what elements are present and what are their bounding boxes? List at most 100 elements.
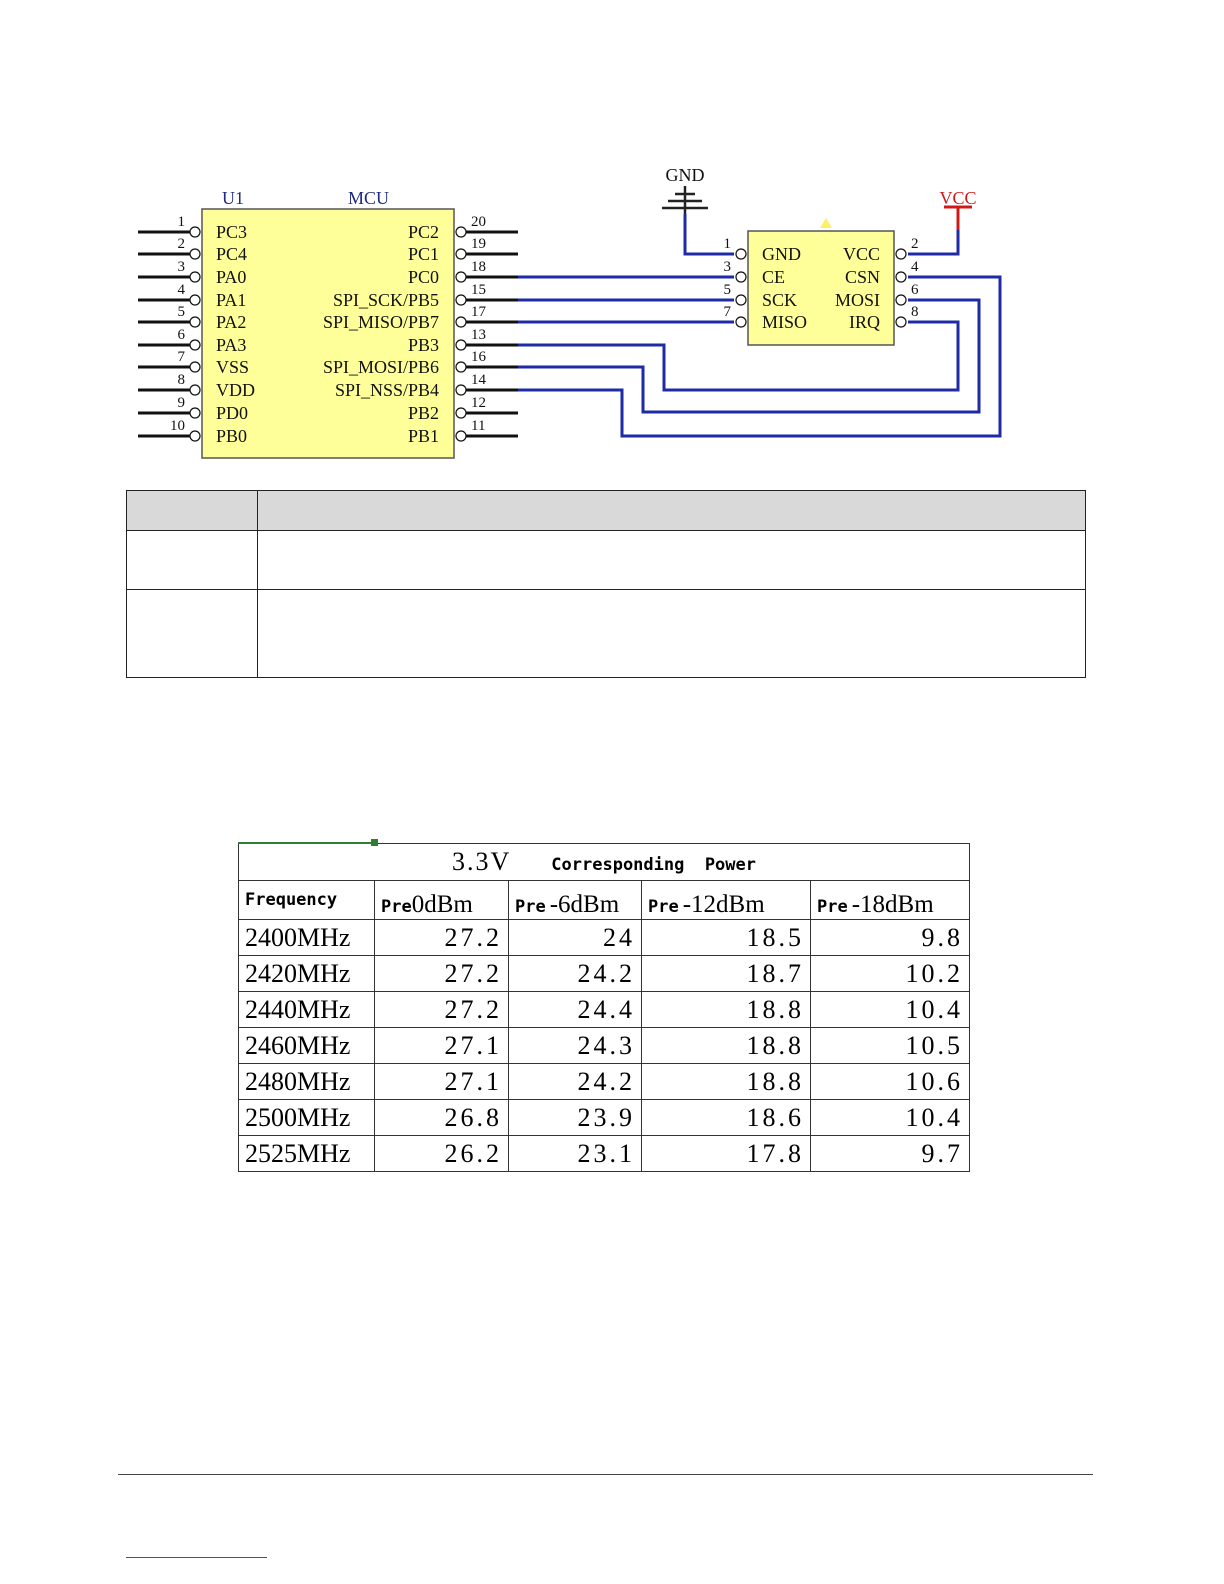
power-value-cell: 24.2 [508, 955, 642, 992]
power-value-cell: 23.1 [508, 1135, 642, 1172]
power-value-cell: 27.2 [374, 991, 509, 1028]
power-value-cell: 18.8 [641, 1027, 811, 1064]
pin-name: PB3 [408, 335, 439, 355]
pin-name: PC0 [408, 267, 439, 287]
power-value-cell: 17.8 [641, 1135, 811, 1172]
pin-number: 8 [911, 304, 919, 320]
pin-name: PB2 [408, 403, 439, 423]
power-table-header-row: Frequency Pre0dBm Pre -6dBm Pre -12dBm P… [238, 880, 971, 920]
frequency-cell: 2420MHz [238, 955, 375, 992]
footer-divider [118, 1474, 1093, 1475]
vcc-symbol [944, 205, 972, 230]
power-value-cell: 24 [508, 919, 642, 956]
title-voltage: 3.3V [452, 847, 512, 876]
col-header-level: Pre -18dBm [809, 880, 971, 920]
pin-name: GND [762, 244, 801, 264]
col-header-level-value: 0dBm [411, 891, 473, 918]
cell-selection-mark [238, 842, 375, 844]
power-value-cell: 9.8 [809, 919, 971, 956]
pin-number: 7 [724, 304, 732, 320]
col-header-level-value: -18dBm [851, 891, 934, 918]
mcu-ref-label: U1 [222, 188, 244, 208]
frequency-cell: 2480MHz [238, 1063, 375, 1100]
pin-name: PA1 [216, 290, 246, 310]
pin-number: 15 [471, 282, 486, 298]
pin-number: 4 [911, 259, 919, 275]
power-value-cell: 18.6 [641, 1099, 811, 1136]
pin-name: IRQ [849, 312, 880, 332]
pin-name: PA3 [216, 335, 246, 355]
col-header-level: Pre -6dBm [508, 880, 642, 920]
pin-name: PC3 [216, 222, 247, 242]
title-text: Corresponding Power [551, 855, 756, 875]
power-value-cell: 27.1 [374, 1027, 509, 1064]
notes-header-cell [257, 489, 1086, 532]
pin-number: 11 [471, 418, 485, 434]
pin-name: SPI_MOSI/PB6 [323, 357, 439, 377]
frequency-cell: 2440MHz [238, 991, 375, 1028]
pin-number: 3 [724, 259, 732, 275]
pin-number: 5 [178, 304, 186, 320]
gnd-label: GND [666, 165, 705, 185]
gnd-symbol [662, 186, 708, 214]
frequency-cell: 2460MHz [238, 1027, 375, 1064]
power-value-cell: 24.2 [508, 1063, 642, 1100]
pin-name: SPI_SCK/PB5 [333, 290, 439, 310]
col-header-level-value: -12dBm [682, 891, 765, 918]
pin-number: 1 [178, 214, 186, 230]
vcc-label: VCC [939, 188, 976, 208]
col-header-level-value: -6dBm [549, 891, 620, 918]
power-value-cell: 26.8 [374, 1099, 509, 1136]
pin-number: 19 [471, 236, 486, 252]
wires [518, 214, 1002, 438]
pin-name: MOSI [835, 290, 880, 310]
pin-number: 18 [471, 259, 486, 275]
mcu-chip-body [201, 208, 455, 459]
notes-table [126, 489, 1086, 678]
pin-name: VDD [216, 380, 255, 400]
notes-table-header [126, 489, 1086, 532]
col-header-level: Pre -12dBm [641, 880, 811, 920]
pin-name: PC1 [408, 244, 439, 264]
pin-number: 16 [471, 349, 487, 365]
pin-name: VSS [216, 357, 249, 377]
cell-selection-handle [371, 839, 378, 846]
pin-number: 10 [170, 418, 185, 434]
pin-number: 5 [724, 282, 732, 298]
col-header-prefix: Pre [648, 897, 679, 917]
pin-number: 17 [471, 304, 487, 320]
power-value-cell: 24.3 [508, 1027, 642, 1064]
footer-link-underline [126, 1557, 267, 1558]
notes-cell [126, 530, 258, 591]
pin-number: 12 [471, 395, 486, 411]
power-value-cell: 27.2 [374, 919, 509, 956]
pin-number: 7 [178, 349, 186, 365]
pin-number: 3 [178, 259, 186, 275]
power-value-cell: 18.8 [641, 991, 811, 1028]
power-value-cell: 10.2 [809, 955, 971, 992]
